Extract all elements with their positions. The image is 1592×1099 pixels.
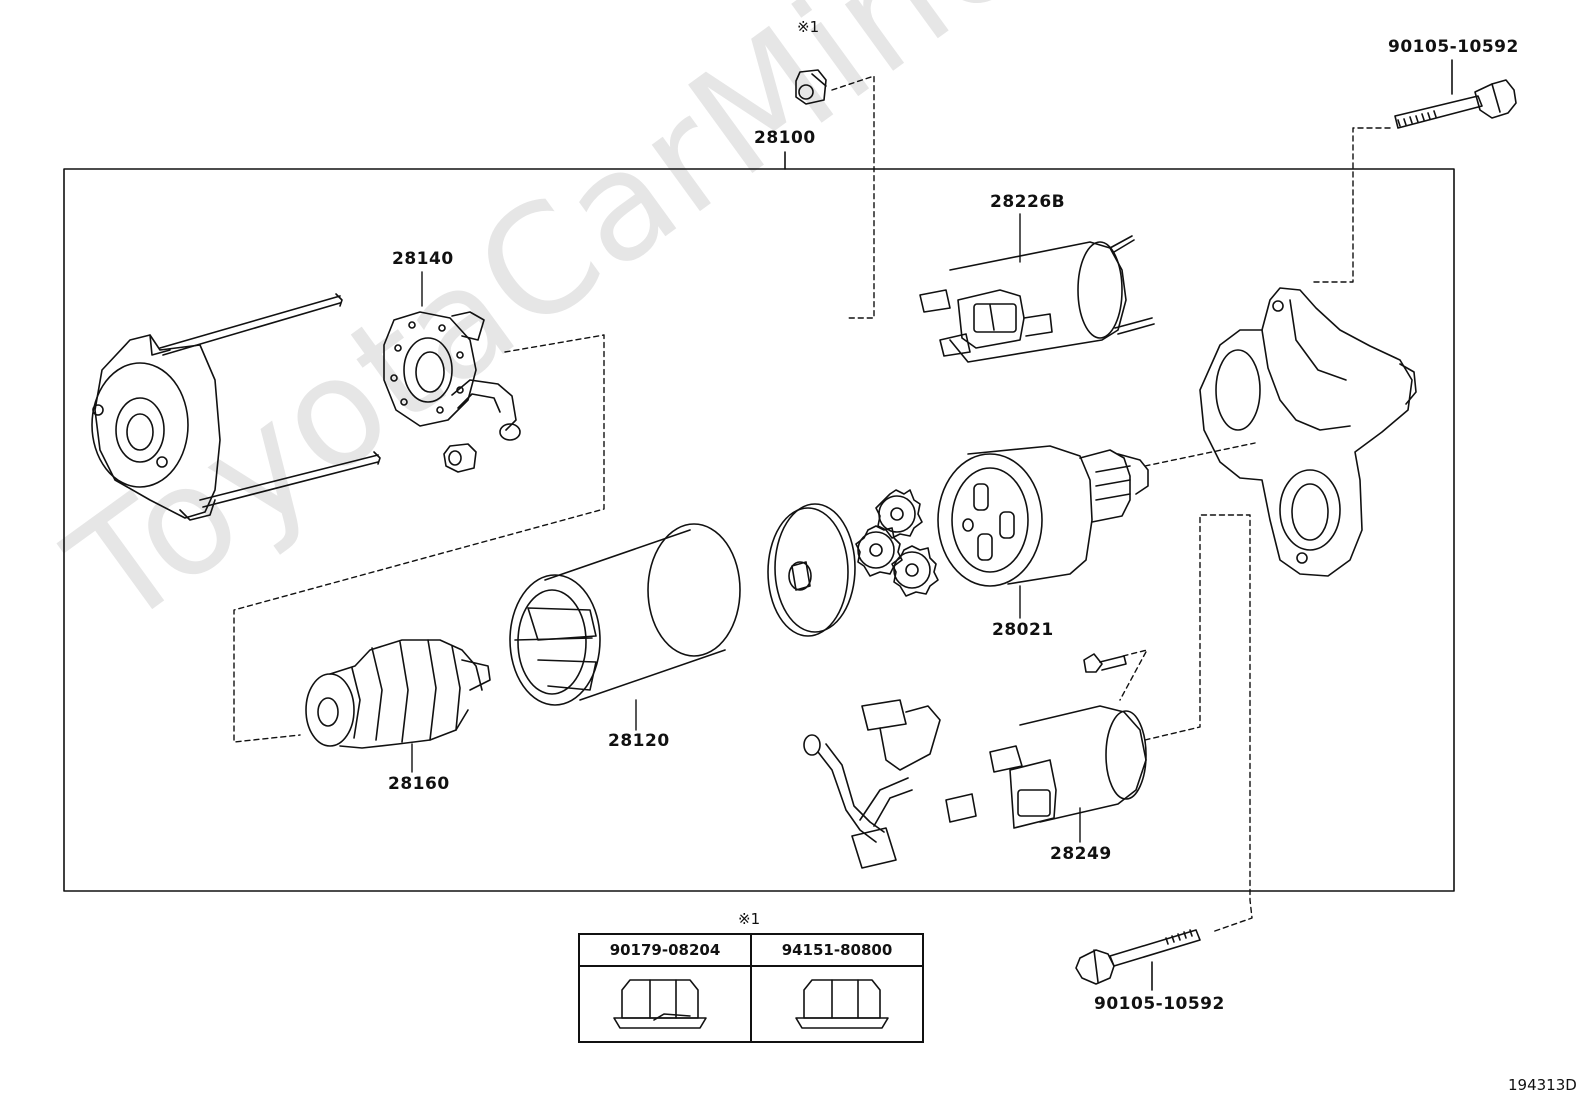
part-label-solenoid-switch[interactable]: 28249	[1050, 844, 1112, 864]
nut-note1-top	[795, 69, 827, 105]
dashed-leaders	[233, 75, 1391, 933]
part-label-brush-holder[interactable]: 28140	[392, 249, 454, 269]
clutch-assy	[937, 445, 1149, 587]
brush-holder-plate	[383, 311, 521, 441]
part-label-assembly[interactable]: 28100	[754, 128, 816, 148]
cover-plate	[767, 503, 856, 637]
part-label-bolt-top[interactable]: 90105-10592	[1388, 37, 1519, 57]
solenoid-switch	[945, 705, 1147, 829]
yoke	[509, 523, 741, 706]
planetary-gears	[855, 489, 939, 597]
wire-harness	[803, 699, 941, 869]
legend-part-number[interactable]: 90179-08204	[580, 935, 750, 967]
bolt-top	[1394, 59, 1517, 129]
starter-housing	[1199, 287, 1417, 577]
part-label-clutch[interactable]: 28021	[992, 620, 1054, 640]
part-label-solenoid-lead[interactable]: 28226B	[990, 192, 1066, 212]
legend-table: 90179-08204 94151-80800	[578, 933, 924, 1043]
part-label-armature[interactable]: 28160	[388, 774, 450, 794]
solenoid-lead-assy	[919, 235, 1155, 363]
brush-holder-nut	[443, 443, 477, 473]
legend-nut-2	[795, 979, 889, 1029]
part-label-bolt-bottom[interactable]: 90105-10592	[1094, 994, 1225, 1014]
legend-column: 90179-08204	[580, 935, 752, 1041]
legend-part-number[interactable]: 94151-80800	[752, 935, 922, 967]
bolt-bottom	[1075, 929, 1201, 991]
legend-note-marker: ※1	[738, 910, 761, 928]
part-leaders	[411, 213, 1081, 843]
end-frame-housing	[91, 293, 381, 521]
legend-column: 94151-80800	[752, 935, 922, 1041]
armature	[305, 639, 491, 749]
part-label-yoke[interactable]: 28120	[608, 731, 670, 751]
assembly-boundary	[63, 168, 1455, 892]
note-marker-top: ※1	[797, 18, 820, 36]
legend-nut-1	[613, 979, 707, 1029]
figure-id: 194313D	[1508, 1076, 1577, 1094]
terminal-screw	[1083, 653, 1127, 673]
